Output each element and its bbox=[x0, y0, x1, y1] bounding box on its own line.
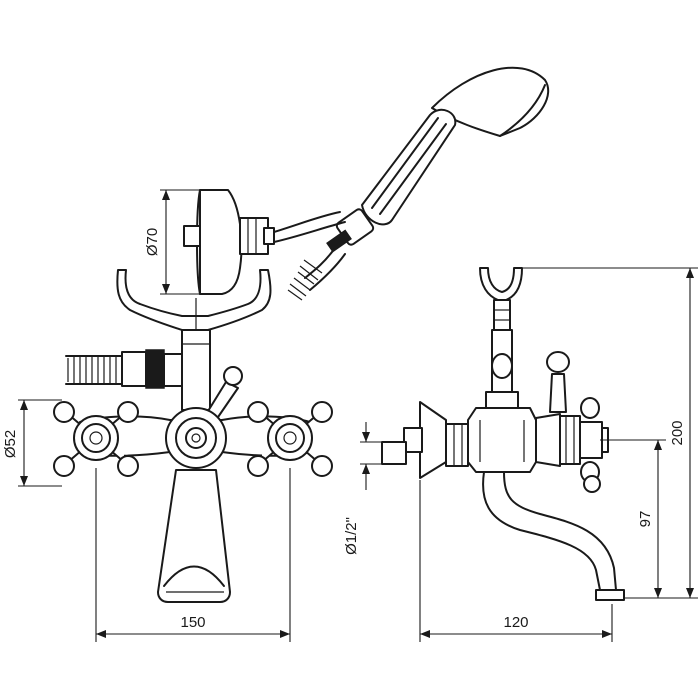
holder-diameter-label: Ø70 bbox=[144, 228, 161, 256]
spout-height-label: 97 bbox=[637, 511, 654, 528]
centre-boss bbox=[165, 407, 227, 469]
front-width-dimension: 150 bbox=[95, 468, 291, 642]
inlet-thread-dimension: Ø1/2" bbox=[343, 422, 382, 555]
shower-holder bbox=[183, 189, 346, 295]
side-spout bbox=[482, 471, 625, 601]
front-view: Ø70 bbox=[2, 66, 550, 642]
diverter-lever bbox=[204, 366, 243, 421]
side-cross-handle[interactable] bbox=[579, 397, 609, 493]
side-lever[interactable] bbox=[546, 351, 570, 413]
side-depth-dimension: 120 bbox=[419, 480, 613, 642]
holder-diameter-dimension: Ø70 bbox=[144, 189, 210, 295]
hand-shower bbox=[287, 66, 550, 301]
total-height-label: 200 bbox=[669, 420, 686, 445]
side-view: 200 97 Ø1/2" 120 bbox=[343, 267, 698, 642]
left-cross-handle[interactable] bbox=[53, 401, 139, 477]
handle-diameter-label: Ø52 bbox=[2, 430, 19, 458]
hose-connector bbox=[65, 349, 195, 389]
side-riser bbox=[485, 329, 519, 411]
spout-front bbox=[157, 469, 231, 603]
side-valve-body bbox=[467, 407, 581, 473]
handle-diameter-dimension: Ø52 bbox=[2, 399, 62, 487]
right-cross-handle[interactable] bbox=[247, 401, 333, 477]
inlet-thread-label: Ø1/2" bbox=[343, 517, 360, 555]
side-cradle bbox=[479, 267, 523, 331]
side-inlet bbox=[381, 401, 469, 479]
side-depth-label: 120 bbox=[503, 614, 528, 631]
spout-height-dimension: 97 bbox=[600, 439, 666, 598]
total-height-dimension: 200 bbox=[522, 267, 698, 599]
front-width-label: 150 bbox=[180, 614, 205, 631]
riser-column bbox=[181, 329, 211, 411]
